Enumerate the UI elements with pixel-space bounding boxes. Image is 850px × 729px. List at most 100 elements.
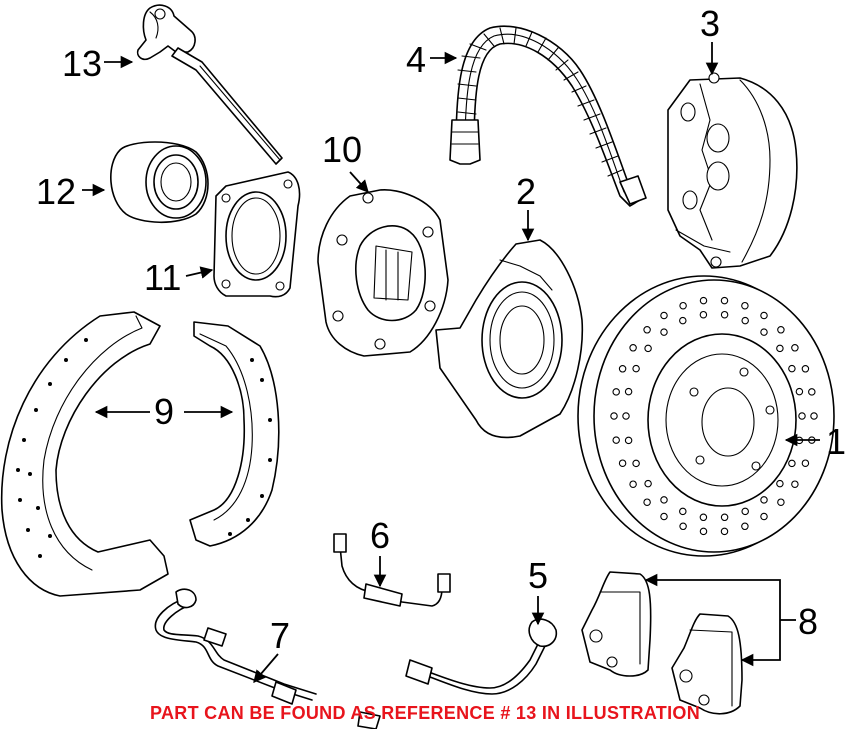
rotor-drill-hole: [610, 412, 618, 420]
rotor-drill-hole: [699, 310, 708, 319]
rotor-drill-hole: [643, 498, 651, 506]
rotor-drill-hole: [741, 507, 749, 516]
part-7-sensor-cable: [154, 588, 381, 729]
callout-7: 7: [270, 615, 290, 656]
rotor-drill-hole: [612, 388, 620, 396]
leader-lines: [82, 42, 820, 683]
rotor-drill-hole: [760, 311, 768, 320]
shoe-lining-dot: [250, 358, 254, 362]
part-13-wear-sensor: [136, 4, 283, 165]
part-5-brake-line: [405, 618, 558, 695]
rotor-drill-hole: [612, 436, 620, 444]
shoe-lining-dot: [260, 494, 264, 498]
rotor-drill-hole: [777, 498, 785, 506]
callout-2: 2: [516, 171, 536, 212]
part-2-splash-shield: [435, 239, 584, 439]
rotor-drill-hole: [643, 326, 651, 334]
callout-5: 5: [528, 555, 548, 596]
rotor-drill-hole: [699, 527, 708, 536]
rotor-drill-hole: [776, 344, 784, 353]
shoe-lining-dot: [48, 534, 52, 538]
rotor-drill-hole: [776, 479, 784, 488]
rotor-drill-hole: [660, 512, 668, 521]
shoe-lining-dot: [34, 408, 38, 412]
shoe-lining-dot: [36, 506, 40, 510]
shoe-lining-dot: [64, 358, 68, 362]
rotor-drill-hole: [741, 316, 749, 325]
rotor-drill-hole: [699, 513, 708, 522]
shoe-lining-dot: [268, 418, 272, 422]
shoe-lining-dot: [16, 468, 20, 472]
rotor-drill-hole: [760, 496, 768, 504]
rotor-drill-hole: [760, 512, 768, 521]
rotor-drill-hole: [660, 328, 668, 336]
rotor-drill-hole: [629, 480, 637, 488]
part-3-caliper: [667, 72, 798, 269]
rotor-drill-hole: [720, 527, 729, 536]
shoe-lining-dot: [260, 378, 264, 382]
rotor-drill-hole: [618, 365, 627, 373]
rotor-drill-hole: [795, 387, 804, 396]
rotor-drill-hole: [741, 301, 749, 310]
shoe-lining-dot: [268, 458, 272, 462]
rotor-drill-hole: [801, 459, 810, 467]
rotor-drill-hole: [679, 522, 687, 531]
part-8-brake-pads: [581, 571, 743, 715]
callout-3: 3: [700, 3, 720, 44]
rotor-drill-hole: [679, 507, 687, 516]
rotor-drill-hole: [810, 412, 818, 420]
callout-4: 4: [406, 39, 426, 80]
callout-1: 1: [826, 421, 846, 462]
part-4-brake-hose: [449, 25, 647, 207]
rotor-drill-hole: [788, 459, 796, 468]
shoe-lining-dot: [38, 554, 42, 558]
rotor-drill-hole: [632, 364, 640, 373]
callout-6: 6: [370, 515, 390, 556]
rotor-drill-hole: [791, 344, 799, 352]
rotor-drill-hole: [720, 513, 729, 522]
rotor-drill-hole: [801, 365, 810, 373]
part-11-backing-plate: [213, 171, 301, 298]
shoe-lining-dot: [26, 528, 30, 532]
callout-labels: 13 4 3 10 2 12 11 9 1 6 5 7 8: [36, 3, 846, 656]
shoe-lining-dot: [228, 532, 232, 536]
rotor-drill-hole: [679, 316, 687, 325]
rotor-drill-hole: [720, 296, 729, 305]
callout-13: 13: [62, 43, 102, 84]
rotor-drill-hole: [791, 480, 799, 488]
rotor-drill-hole: [808, 388, 816, 396]
part-12-wheel-bearing: [110, 141, 209, 224]
rotor-drill-hole: [624, 436, 633, 445]
reference-footnote: PART CAN BE FOUND AS REFERENCE # 13 IN I…: [150, 703, 700, 723]
rotor-drill-hole: [699, 296, 708, 305]
rotor-drill-hole: [679, 301, 687, 310]
callout-8: 8: [798, 601, 818, 642]
rotor-drill-hole: [644, 479, 652, 488]
rotor-drill-hole: [644, 344, 652, 353]
part-10-hub-carrier: [317, 189, 449, 357]
shoe-lining-dot: [246, 518, 250, 522]
shoe-lining-dot: [18, 498, 22, 502]
callout-10: 10: [322, 129, 362, 170]
part-6-brake-line: [333, 533, 451, 607]
shoe-lining-dot: [48, 382, 52, 386]
rotor-drill-hole: [622, 412, 630, 420]
rotor-drill-hole: [660, 496, 668, 504]
rotor-drill-hole: [788, 364, 796, 373]
rotor-drill-hole: [741, 522, 749, 531]
rotor-drill-hole: [720, 310, 729, 319]
shoe-lining-dot: [84, 338, 88, 342]
rotor-drill-hole: [777, 326, 785, 334]
shoe-lining-dot: [28, 472, 32, 476]
rotor-drill-hole: [760, 328, 768, 336]
part-1-brake-rotor: [577, 275, 835, 557]
part-9-parking-brake-shoes: [0, 311, 280, 597]
rotor-drill-hole: [660, 311, 668, 320]
rotor-drill-hole: [632, 459, 640, 468]
rotor-drill-holes: [610, 296, 818, 536]
shoe-lining-dot: [22, 438, 26, 442]
callout-11: 11: [144, 257, 181, 298]
callout-9: 9: [154, 391, 174, 432]
rotor-drill-hole: [629, 344, 637, 352]
